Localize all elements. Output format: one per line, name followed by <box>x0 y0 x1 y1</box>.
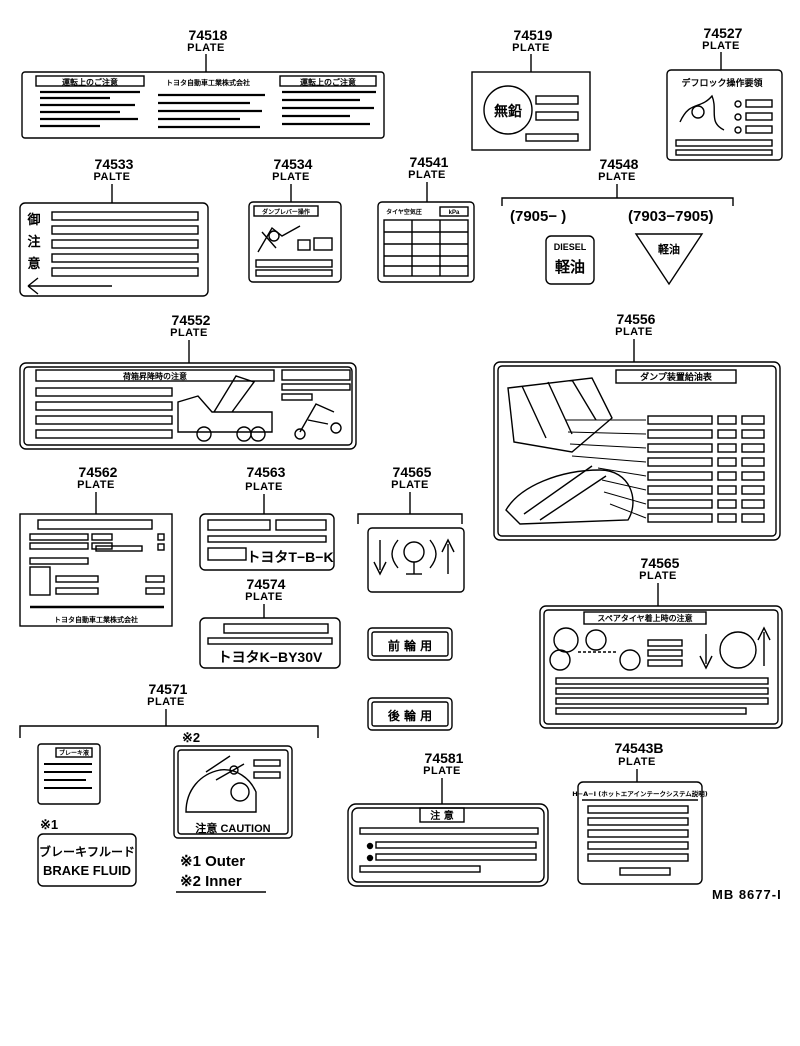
part-number: 74563 <box>247 464 286 480</box>
fuel-text: 軽油 <box>658 242 680 256</box>
part-number: 74527 <box>704 25 743 41</box>
part-number: 74574 <box>247 576 286 592</box>
model-code: トヨタT−B−K <box>246 549 333 565</box>
part-label: PLATE <box>423 765 461 777</box>
vertical-char: 意 <box>27 256 40 272</box>
part-label: PLATE <box>245 591 283 603</box>
part-label: PLATE <box>77 479 115 491</box>
part-label: PLATE <box>639 570 677 582</box>
part-74552: 74552 PLATE 荷箱昇降時の注意 <box>19 312 357 450</box>
brake-fluid-en: BRAKE FLUID <box>43 863 131 878</box>
rear-wheel-text: 後 輪 用 <box>388 708 432 723</box>
part-74518: 74518 PLATE 運転上のご注意 トヨタ自動車工業株式会社 運転上のご注意 <box>21 27 385 139</box>
arrow-down-icon <box>373 540 387 576</box>
warning-triangle-icon <box>634 233 704 286</box>
vertical-char: 注 <box>27 234 40 250</box>
plate-title: ダンプレバー操作 <box>262 208 310 216</box>
legend-inner: ※2 Inner <box>180 873 242 890</box>
part-number: 74534 <box>274 156 313 172</box>
part-74571: 74571 PLATE ブレーキ液 ※2 注意 CAUTION ※1 ブレーキフ… <box>19 681 319 893</box>
caution-text: 注意 CAUTION <box>195 821 270 835</box>
arrow-up-icon <box>441 538 455 574</box>
part-number: 74571 <box>149 681 188 697</box>
plate-maker: トヨタ自動車工業株式会社 <box>166 78 250 87</box>
front-wheel-text: 前 輪 用 <box>388 638 432 653</box>
part-74563: 74563 PLATE トヨタT−B−K <box>199 464 335 571</box>
part-label: PLATE <box>618 756 656 768</box>
unleaded-mark: 無鉛 <box>494 103 522 120</box>
plate-title: 運転上のご注意 <box>62 77 118 87</box>
part-label: PLATE <box>408 169 446 181</box>
plate-title: ブレーキ液 <box>59 749 90 757</box>
part-label: PLATE <box>615 326 653 338</box>
arrow-down-icon <box>699 634 713 670</box>
model-code: トヨタK−BY30V <box>218 649 323 665</box>
part-74581: 74581 PLATE 注 意 <box>347 750 549 887</box>
part-74574: 74574 PLATE トヨタK−BY30V <box>199 576 341 669</box>
arrow-up-icon <box>757 626 771 666</box>
inner-mark: ※2 <box>182 730 200 745</box>
serial-range: (7905− ) <box>510 208 566 225</box>
part-label: PALTE <box>94 171 131 183</box>
part-74565-b: 74565 PLATE スペアタイヤ着上時の注意 <box>539 555 783 729</box>
part-label: PLATE <box>147 696 185 708</box>
fuel-text: 軽油 <box>555 258 585 276</box>
part-number: 74518 <box>189 27 228 43</box>
serial-range: (7903−7905) <box>628 208 714 225</box>
part-number: 74552 <box>172 312 211 328</box>
legend-outer: ※1 Outer <box>180 853 245 870</box>
part-label: PLATE <box>170 327 208 339</box>
part-74533: 74533 PALTE 御 注 意 <box>19 156 209 297</box>
plate-title: ダンプ装置給油表 <box>640 371 713 383</box>
part-74534: 74534 PLATE ダンプレバー操作 <box>248 156 342 283</box>
part-number: 74519 <box>514 27 553 43</box>
part-label: PLATE <box>187 42 225 54</box>
part-label: PLATE <box>272 171 310 183</box>
part-number: 74565 <box>393 464 432 480</box>
part-number: 74533 <box>95 156 134 172</box>
part-label: PLATE <box>512 42 550 54</box>
wheel-plates: 前 輪 用 後 輪 用 <box>367 627 453 731</box>
part-number: 74548 <box>600 156 639 172</box>
part-74562: 74562 PLATE トヨタ自動車工業株式会社 <box>19 464 173 627</box>
part-label: PLATE <box>598 171 636 183</box>
unit-tag: kPa <box>449 210 460 216</box>
part-label: PLATE <box>702 40 740 52</box>
vertical-char: 御 <box>26 212 40 228</box>
part-label: PLATE <box>245 481 283 493</box>
outer-mark: ※1 <box>40 817 58 832</box>
part-74541: 74541 PLATE タイヤ空気圧 kPa <box>377 154 475 283</box>
plate-title: 荷箱昇降時の注意 <box>122 371 187 381</box>
plate-title: デフロック操作要領 <box>681 77 763 89</box>
part-74556: 74556 PLATE ダンプ装置給油表 <box>493 311 781 541</box>
part-label: PLATE <box>391 479 429 491</box>
plate-title: 注 意 <box>430 809 453 822</box>
plate-maker: トヨタ自動車工業株式会社 <box>54 615 138 624</box>
part-74565-a: 74565 PLATE <box>357 464 465 593</box>
part-number: 74565 <box>641 555 680 571</box>
part-number: 74556 <box>617 311 656 327</box>
plate-title: スペアタイヤ着上時の注意 <box>597 613 692 623</box>
brake-fluid-jp: ブレーキフルード <box>39 844 135 859</box>
plate-title: タイヤ空気圧 <box>386 208 422 216</box>
part-number: 74541 <box>410 154 449 170</box>
plate-title: 運転上のご注意 <box>300 77 356 87</box>
drawing-reference: MB 8677-I <box>712 887 782 902</box>
part-number: 74562 <box>79 464 118 480</box>
part-74519: 74519 PLATE 無鉛 <box>471 27 591 151</box>
part-74543B: 74543B PLATE H−A−I (ホットエアインテークシステム説明) <box>572 740 708 885</box>
part-number: 74581 <box>425 750 464 766</box>
part-74527: 74527 PLATE デフロック操作要領 <box>666 25 783 161</box>
diesel-text: DIESEL <box>554 242 587 252</box>
part-number: 74543B <box>614 740 663 756</box>
part-74548: 74548 PLATE (7905− ) (7903−7905) DIESEL … <box>501 156 734 286</box>
arrow-left-icon <box>27 277 112 295</box>
plate-title: H−A−I (ホットエアインテークシステム説明) <box>572 789 707 798</box>
